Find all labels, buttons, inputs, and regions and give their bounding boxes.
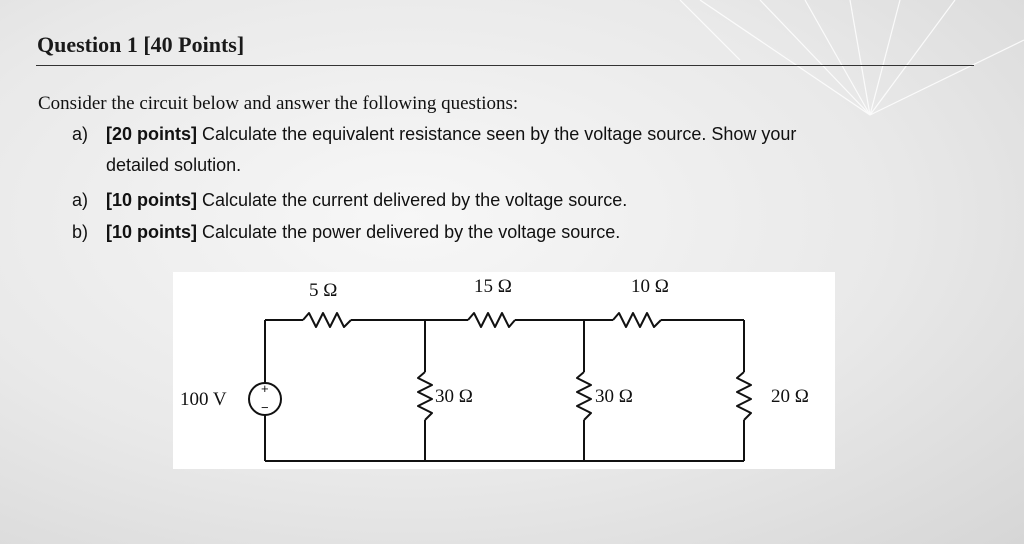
question-points: [20 points] <box>106 124 198 144</box>
question-points: [10 points] <box>106 190 198 210</box>
resistor-10-label: 10 Ω <box>631 276 669 297</box>
question-label: b) <box>72 222 89 242</box>
resistor-5-label: 5 Ω <box>309 280 337 301</box>
resistor-30b-label: 30 Ω <box>595 386 633 407</box>
question-a-part2: a) [10 points] Calculate the current deli… <box>72 189 627 211</box>
question-a-part1-continuation: detailed solution. <box>106 155 242 175</box>
resistor-15-label: 15 Ω <box>474 276 512 297</box>
resistor-30a-zigzag <box>417 371 433 421</box>
question-text: Calculate the current delivered by the v… <box>202 190 628 210</box>
resistor-5-zigzag <box>302 312 352 328</box>
question-label: a) <box>72 124 89 144</box>
question-text: Calculate the power delivered by the vol… <box>202 222 621 242</box>
question-a-part1: a) [20 points] Calculate the equivalent r… <box>72 123 796 145</box>
resistor-30a-label: 30 Ω <box>435 386 473 407</box>
question-text: Calculate the equivalent resistance seen… <box>202 124 797 144</box>
source-voltage-label: 100 V <box>180 389 227 410</box>
resistor-20-label: 20 Ω <box>771 386 809 407</box>
question-label: a) <box>72 190 89 210</box>
resistor-10-zigzag <box>612 312 662 328</box>
question-b: b) [10 points] Calculate the power delive… <box>72 221 620 243</box>
source-plus-sign: + <box>261 381 269 396</box>
question-points: [10 points] <box>106 222 198 242</box>
circuit-diagram: 100 V + − 5 Ω 15 Ω 10 Ω 30 Ω 30 Ω 20 Ω <box>173 272 835 469</box>
resistor-20-zigzag <box>736 371 752 421</box>
question-heading: Question 1 [40 Points] <box>37 32 245 57</box>
heading-divider <box>36 65 974 66</box>
source-minus-sign: − <box>261 400 269 415</box>
resistor-15-zigzag <box>467 312 516 328</box>
resistor-30b-zigzag <box>576 371 592 421</box>
intro-text: Consider the circuit below and answer th… <box>38 93 519 114</box>
